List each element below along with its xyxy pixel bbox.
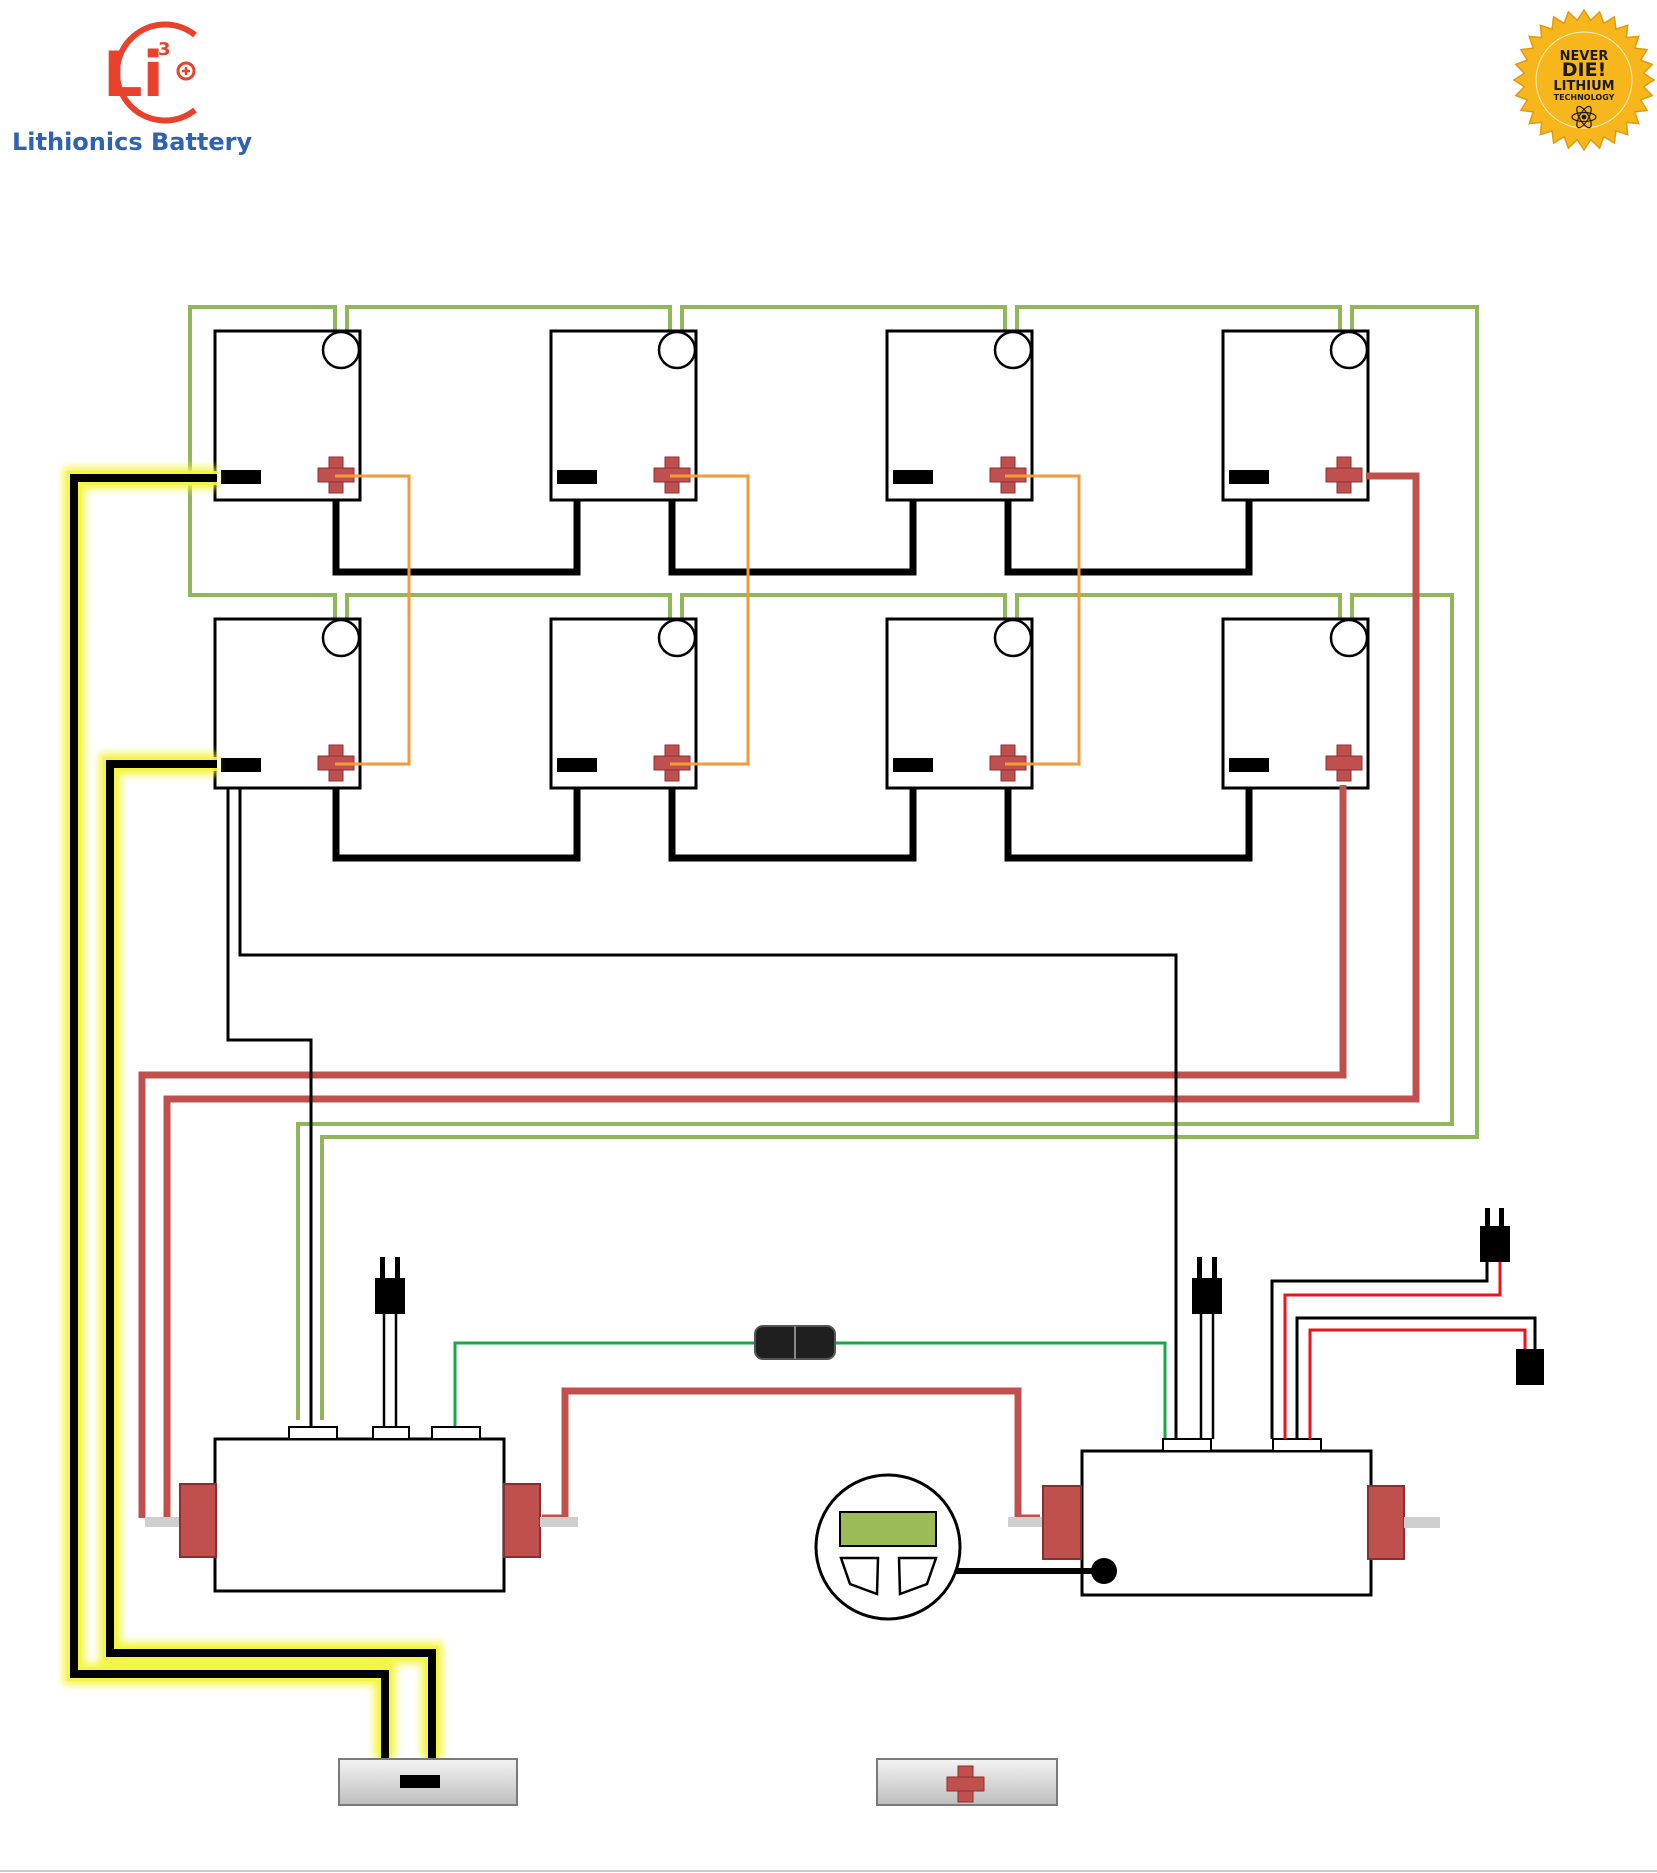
negative-terminal [1229,470,1269,484]
negative-terminal [1229,758,1269,772]
left-terminal [180,1484,216,1557]
battery-modules [215,331,1368,788]
battery-module [1223,619,1368,788]
brand-name: Lithionics Battery [12,128,253,156]
signal-port [1273,1439,1321,1451]
seal-line-3: LITHIUM [1553,79,1614,94]
sense-port [289,1427,337,1439]
negative-terminal [893,470,933,484]
right-stud [1404,1517,1440,1528]
bms-port [1163,1439,1211,1451]
logo-superscript: 3 [158,39,171,60]
upper-signal-connector [1480,1208,1510,1262]
positive-bus-bar [877,1759,1057,1805]
right-terminal [504,1484,540,1557]
battery-module [1223,331,1368,500]
seal-line-4: TECHNOLOGY [1554,93,1615,102]
never-die-seal: NEVER DIE! LITHIUM TECHNOLOGY [1514,10,1654,150]
right-box-plug [1192,1257,1222,1439]
negative-terminal [557,758,597,772]
lcd-screen [840,1512,936,1546]
lithionics-logo: Li 3 Lithionics Battery [12,25,253,157]
right-stud [540,1517,578,1527]
logo-letters: Li [103,38,164,111]
left-terminal [1043,1486,1081,1559]
temperature-sensor-plug [375,1257,405,1427]
data-port [432,1427,480,1439]
right-terminal [1368,1486,1404,1559]
negative-terminal [221,470,261,484]
temp-port [373,1427,409,1439]
left-stud [145,1517,180,1527]
negative-bus-bar [339,1759,517,1805]
seal-line-2: DIE! [1562,59,1607,81]
left-control-module [145,1427,578,1591]
negative-terminal [557,470,597,484]
series-jumpers [336,500,1249,858]
negative-terminal [221,758,261,772]
negative-symbol [400,1775,440,1788]
lower-signal-connector [1516,1349,1544,1385]
negative-terminal [893,758,933,772]
display-jack [1091,1558,1117,1584]
signal-harness [1272,1260,1535,1439]
left-stud [1008,1517,1043,1527]
